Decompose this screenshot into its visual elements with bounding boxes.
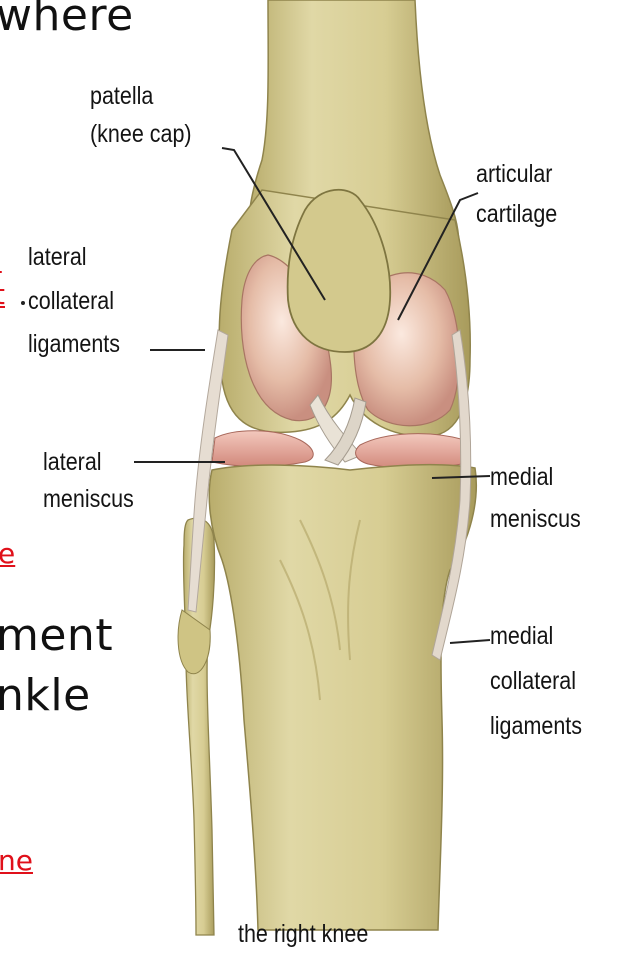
leader-mcl bbox=[450, 640, 490, 643]
label-medial-meniscus-line-1: medial bbox=[490, 463, 553, 491]
diagram-caption: the right knee bbox=[238, 920, 368, 948]
label-patella-line-2: (knee cap) bbox=[90, 120, 192, 148]
medial-meniscus-shape bbox=[356, 434, 470, 469]
leader-dot bbox=[21, 301, 25, 305]
label-lcl-line-3: ligaments bbox=[28, 330, 120, 358]
label-mcl-line-2: collateral bbox=[490, 667, 576, 695]
label-mcl-line-3: ligaments bbox=[490, 712, 582, 740]
label-articular-line-1: articular bbox=[476, 160, 552, 188]
label-lcl-line-1: lateral bbox=[28, 243, 87, 271]
tibia-bone bbox=[209, 465, 476, 930]
label-mcl-line-1: medial bbox=[490, 622, 553, 650]
lateral-meniscus-shape bbox=[212, 431, 313, 467]
label-lateral-meniscus-line-1: lateral bbox=[43, 448, 102, 476]
label-medial-meniscus-line-2: meniscus bbox=[490, 505, 581, 533]
label-patella-line-1: patella bbox=[90, 82, 153, 110]
label-lcl-line-2: collateral bbox=[28, 287, 114, 315]
label-articular-line-2: cartilage bbox=[476, 200, 557, 228]
label-lateral-meniscus-line-2: meniscus bbox=[43, 485, 134, 513]
